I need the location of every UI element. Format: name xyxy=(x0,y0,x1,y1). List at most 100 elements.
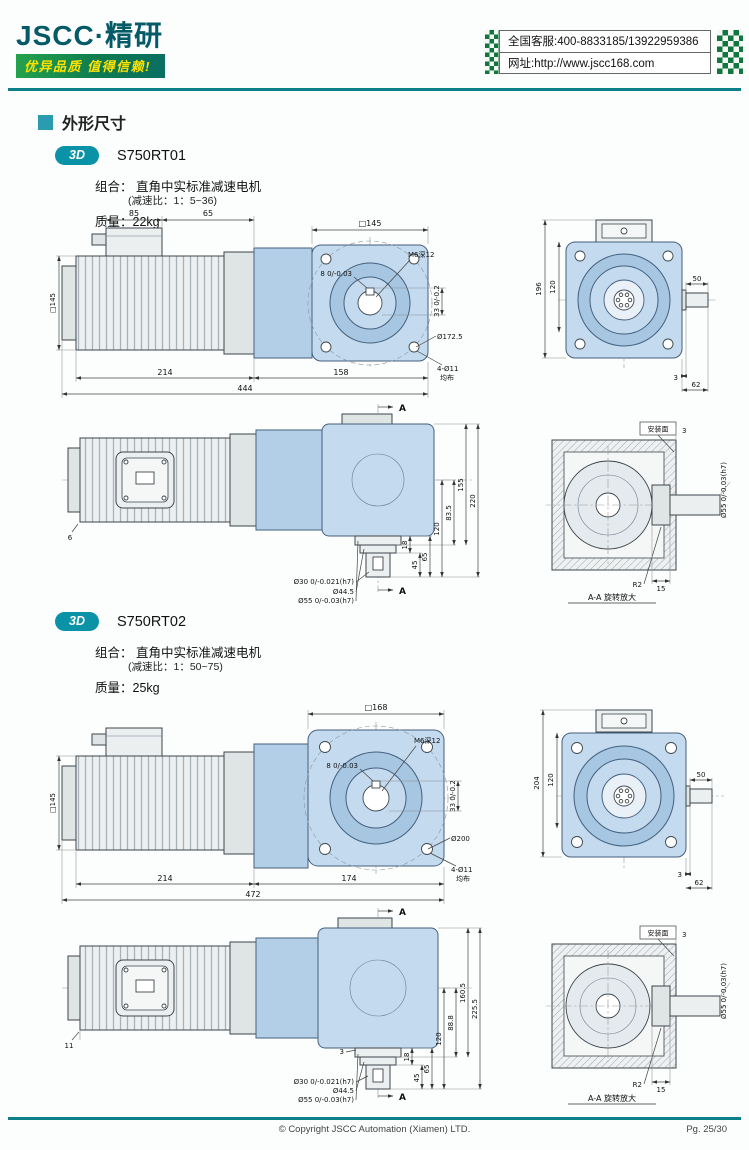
model2-ratio: (减速比：1：50~75) xyxy=(128,661,223,673)
detail-caption: A-A 旋转放大 xyxy=(588,592,636,602)
dim-120: 120 xyxy=(547,773,555,786)
dim-holes: 4-Ø11 xyxy=(437,365,458,373)
gear-head xyxy=(321,423,435,537)
contact-box: 全国客服:400-8833185/13922959386 网址:http://w… xyxy=(499,30,711,74)
dim-dia30: Ø30 0/-0.021(h7) xyxy=(294,578,355,586)
output-shaft-section xyxy=(669,995,721,1017)
section-title: 外形尺寸 xyxy=(62,116,127,133)
output-hub xyxy=(651,985,671,1027)
company-logo: JSCC·精研 xyxy=(16,20,164,51)
keyway xyxy=(365,287,375,296)
website-url: 网址:http://www.jscc168.com xyxy=(500,51,710,74)
dim-18: 18 xyxy=(401,541,409,550)
mounting-face-label: 安装面 xyxy=(648,929,669,938)
dim-3-detail: 3 xyxy=(682,427,686,435)
page-number: Pg. 25/30 xyxy=(686,1124,727,1135)
model1-name: S750RT01 xyxy=(116,147,187,164)
gear-head xyxy=(317,927,439,1049)
dim-dia55: Ø55 0/-0.03(h7) xyxy=(298,597,354,604)
checker-decoration-left xyxy=(485,30,499,74)
dim-155: 155 xyxy=(457,478,465,491)
dim-sq145-top: □145 xyxy=(359,219,382,228)
dim-45: 45 xyxy=(411,561,419,570)
badge-3d: 3D xyxy=(55,146,99,165)
keyway xyxy=(371,780,381,789)
dim-dia44-5: Ø44.5 xyxy=(333,588,354,596)
dim-dia55: Ø55 0/-0.03(h7) xyxy=(298,1096,354,1104)
section-label-a: A xyxy=(399,908,406,918)
section-bullet-icon xyxy=(38,114,53,130)
dim-33: 33 0/-0.2 xyxy=(449,780,457,812)
dim-120: 120 xyxy=(433,522,441,535)
header-rule xyxy=(8,88,741,91)
section-detail-view: 安装面 3 Ø55 0/-0.03(h7) R2 15 A-A 旋转放大 xyxy=(546,925,731,1105)
dim-18: 18 xyxy=(403,1053,411,1062)
dim-33: 33 0/-0.2 xyxy=(433,285,441,317)
detail-caption: A-A 旋转放大 xyxy=(588,1093,636,1103)
checker-decoration-right xyxy=(717,30,743,74)
dim-m6-tap: M6深12 xyxy=(414,736,440,745)
dim-dia30: Ø30 0/-0.021(h7) xyxy=(294,1078,355,1086)
drawings-s750rt01: 85 65 □145 8 0/-0.03 M6深12 33 0/-0.2 Ø17… xyxy=(49,209,731,604)
output-boss xyxy=(354,1047,402,1058)
dim-160-5: 160.5 xyxy=(459,983,467,1003)
flange-face xyxy=(303,725,449,871)
dim-holes-note: 均布 xyxy=(456,874,470,883)
footer-rule xyxy=(8,1117,741,1120)
flange-face xyxy=(307,240,433,366)
section-label-a: A xyxy=(399,404,406,414)
shaft-shoulder xyxy=(681,289,687,311)
dim-65: 65 xyxy=(203,209,213,218)
dim-sq168-top: □168 xyxy=(365,703,388,712)
dim-11: 11 xyxy=(65,1042,74,1050)
dim-214: 214 xyxy=(157,368,172,377)
dim-dia55-detail: Ø55 0/-0.03(h7) xyxy=(720,963,728,1019)
dim-65: 65 xyxy=(421,553,429,562)
model2-combo: 组合： 直角中实标准减速电机 xyxy=(95,646,261,660)
dim-83-5: 83.5 xyxy=(445,505,453,521)
dim-196: 196 xyxy=(535,282,543,296)
dim-m6-tap: M6深12 xyxy=(408,250,434,259)
model1-heading: 3D S750RT01 xyxy=(55,146,186,165)
dim-62: 62 xyxy=(692,381,701,389)
dim-88-8: 88.8 xyxy=(447,1015,455,1031)
mounting-face-label: 安装面 xyxy=(648,425,669,434)
service-phone: 全国客服:400-8833185/13922959386 xyxy=(508,36,699,49)
end-view: 196 120 50 3 62 xyxy=(535,219,718,392)
section-label-a: A xyxy=(399,1093,406,1103)
front-view: □168 8 0/-0.03 M6深12 33 0/-0.2 Ø200 4-Ø1… xyxy=(49,703,472,904)
motor-body xyxy=(61,227,255,355)
dim-3-shaft: 3 xyxy=(340,1048,344,1056)
dim-45: 45 xyxy=(413,1074,421,1083)
output-shaft xyxy=(685,292,709,308)
dim-pitch-circle: Ø172.5 xyxy=(437,333,463,341)
dim-214: 214 xyxy=(157,874,172,883)
top-view: A A 18 45 65 120 88.8 160.5 225.5 11 3 xyxy=(62,908,482,1104)
dim-15: 15 xyxy=(657,585,666,593)
dim-120: 120 xyxy=(435,1032,443,1045)
gearbox-body xyxy=(253,247,313,359)
dim-65: 65 xyxy=(423,1065,431,1074)
dim-3: 3 xyxy=(674,374,678,382)
front-view: 85 65 □145 8 0/-0.03 M6深12 33 0/-0.2 Ø17… xyxy=(49,209,463,398)
dim-50: 50 xyxy=(693,275,702,283)
gearbox-body xyxy=(253,743,309,869)
dim-472: 472 xyxy=(245,890,260,899)
shaft-shoulder xyxy=(685,785,691,807)
dim-keyway: 8 0/-0.03 xyxy=(320,270,352,278)
dim-204: 204 xyxy=(533,776,541,790)
output-hub xyxy=(651,484,671,526)
model2-name: S750RT02 xyxy=(116,613,187,630)
drawings-s750rt02: □168 8 0/-0.03 M6深12 33 0/-0.2 Ø200 4-Ø1… xyxy=(49,703,731,1105)
dim-3: 3 xyxy=(678,871,682,879)
dim-158: 158 xyxy=(333,368,348,377)
model2-mass: 质量：25kg xyxy=(95,681,160,695)
dim-dia44-5: Ø44.5 xyxy=(333,1087,354,1095)
dim-6: 6 xyxy=(68,534,73,542)
output-shaft-section xyxy=(669,494,721,516)
copyright-text: © Copyright JSCC Automation (Xiamen) LTD… xyxy=(278,1124,471,1135)
end-view: 204 120 50 3 62 xyxy=(533,709,724,890)
dim-r2: R2 xyxy=(633,581,642,589)
dim-sq145-left: □145 xyxy=(49,293,57,313)
section-heading: 外形尺寸 xyxy=(38,110,126,134)
